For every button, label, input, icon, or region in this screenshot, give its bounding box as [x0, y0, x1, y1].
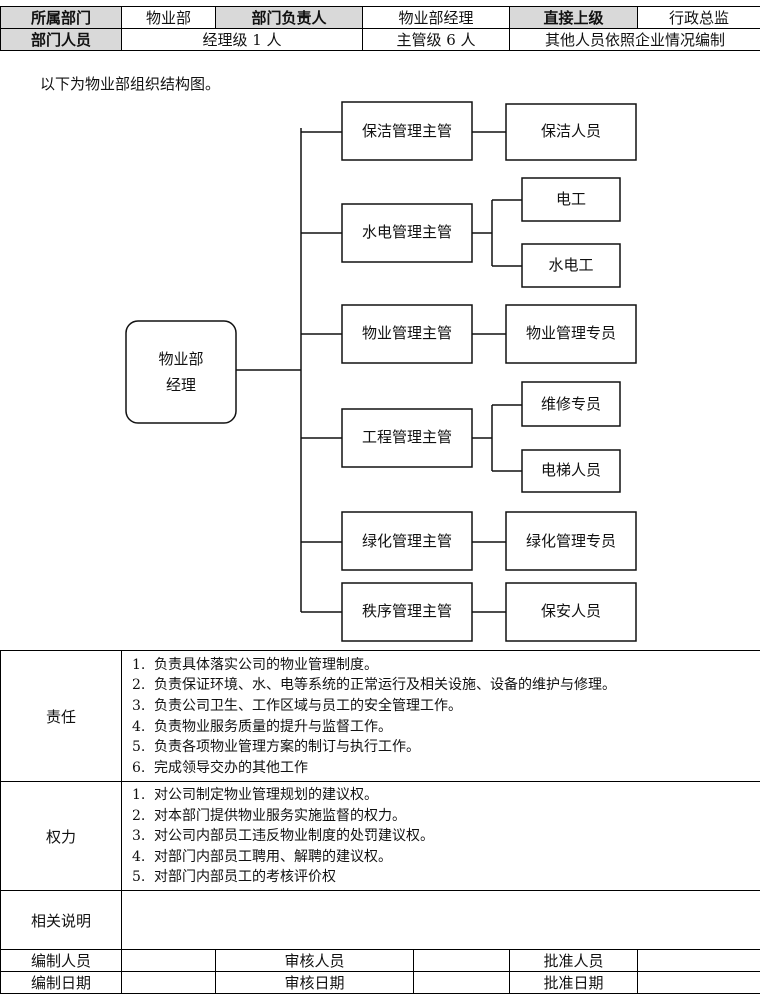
- list-item: 2.负责保证环境、水、电等系统的正常运行及相关设施、设备的维护与修理。: [132, 677, 616, 694]
- leaf-box-1: [505, 103, 637, 161]
- root-node-line-2: 经理: [166, 376, 196, 394]
- direct-superior-value: 行政总监: [637, 6, 760, 29]
- branch-label-3: 物业管理主管: [362, 324, 452, 342]
- approved-date-label: 批准日期: [509, 971, 638, 994]
- list-item: 5.负责各项物业管理方案的制订与执行工作。: [132, 739, 420, 756]
- direct-superior-label: 直接上级: [509, 6, 638, 29]
- reviewed-date-value: [413, 971, 510, 994]
- leaf-label-5: 绿化管理专员: [526, 532, 616, 550]
- authority-label: 权力: [0, 781, 122, 891]
- header-row-staff: 部门人员 经理级 1 人 主管级 6 人 其他人员依照企业情况编制: [0, 28, 760, 51]
- branch-label-4: 工程管理主管: [362, 428, 452, 446]
- leaf-label-4b: 电梯人员: [541, 461, 601, 479]
- branch-label-2: 水电管理主管: [362, 223, 452, 241]
- list-item: 5.对部门内部员工的考核评价权: [132, 869, 336, 886]
- branch-box-5: [341, 511, 473, 571]
- authority-list: 1.对公司制定物业管理规划的建议权。 2.对本部门提供物业服务实施监督的权力。 …: [122, 782, 760, 890]
- list-item: 3.对公司内部员工违反物业制度的处罚建议权。: [132, 828, 434, 845]
- approved-by-label: 批准人员: [509, 949, 638, 972]
- authority-content: 1.对公司制定物业管理规划的建议权。 2.对本部门提供物业服务实施监督的权力。 …: [121, 781, 760, 891]
- leaf-box-4b: [521, 449, 621, 493]
- responsibility-table: 责任 1.负责具体落实公司的物业管理制度。 2.负责保证环境、水、电等系统的正常…: [0, 650, 760, 994]
- department-value: 物业部: [121, 6, 216, 29]
- department-head-value: 物业部经理: [362, 6, 510, 29]
- list-item: 3.负责公司卫生、工作区域与员工的安全管理工作。: [132, 697, 462, 714]
- notes-label: 相关说明: [0, 890, 122, 950]
- list-item: 2.对本部门提供物业服务实施监督的权力。: [132, 807, 406, 824]
- notes-row: 相关说明: [0, 890, 760, 950]
- leaf-box-4a: [521, 381, 621, 427]
- branch-label-1: 保洁管理主管: [362, 122, 452, 140]
- header-row-department: 所属部门 物业部 部门负责人 物业部经理 直接上级 行政总监: [0, 6, 760, 29]
- duty-list: 1.负责具体落实公司的物业管理制度。 2.负责保证环境、水、电等系统的正常运行及…: [122, 652, 760, 781]
- duty-content: 1.负责具体落实公司的物业管理制度。 2.负责保证环境、水、电等系统的正常运行及…: [121, 650, 760, 782]
- root-node-box: [125, 320, 237, 424]
- leaf-label-2b: 水电工: [548, 256, 593, 274]
- authority-row: 权力 1.对公司制定物业管理规划的建议权。 2.对本部门提供物业服务实施监督的权…: [0, 781, 760, 891]
- prepared-by-value: [121, 949, 216, 972]
- list-item: 4.负责物业服务质量的提升与监督工作。: [132, 718, 392, 735]
- duty-row: 责任 1.负责具体落实公司的物业管理制度。 2.负责保证环境、水、电等系统的正常…: [0, 650, 760, 782]
- duty-label: 责任: [0, 650, 122, 782]
- leaf-box-6: [505, 582, 637, 642]
- approved-date-value: [637, 971, 760, 994]
- list-item: 4.对部门内部员工聘用、解聘的建议权。: [132, 848, 392, 865]
- leaf-box-2b: [521, 243, 621, 288]
- footer-row-personnel: 编制人员 审核人员 批准人员: [0, 949, 760, 972]
- prepared-date-value: [121, 971, 216, 994]
- branch-label-6: 秩序管理主管: [362, 602, 452, 620]
- notes-value: [121, 890, 760, 950]
- leaf-label-1: 保洁人员: [541, 122, 601, 140]
- leaf-label-3: 物业管理专员: [526, 324, 616, 342]
- leaf-label-6: 保安人员: [541, 602, 601, 620]
- org-chart: 物业部 经理 保洁管理主管 水电管理主管 物业管理主管 工程管理主管 绿化管理主…: [125, 101, 637, 642]
- leaf-label-2a: 电工: [556, 190, 586, 208]
- footer-row-dates: 编制日期 审核日期 批准日期: [0, 971, 760, 994]
- root-node-line-1: 物业部: [158, 350, 203, 368]
- header-table: 所属部门 物业部 部门负责人 物业部经理 直接上级 行政总监 部门人员 经理级 …: [0, 6, 760, 51]
- intro-text: 以下为物业部组织结构图。: [40, 75, 221, 93]
- list-item: 1.对公司制定物业管理规划的建议权。: [132, 787, 378, 804]
- leaf-box-2a: [521, 177, 621, 222]
- staff-supervisor-count: 主管级 6 人: [362, 28, 510, 51]
- staff-label: 部门人员: [0, 28, 122, 51]
- branch-label-5: 绿化管理主管: [362, 532, 452, 550]
- branch-box-1: [341, 101, 473, 161]
- list-item: 1.负责具体落实公司的物业管理制度。: [132, 656, 378, 673]
- list-item: 6.完成领导交办的其他工作: [132, 759, 308, 776]
- leaf-box-3: [505, 304, 637, 364]
- reviewed-by-value: [413, 949, 510, 972]
- reviewed-date-label: 审核日期: [215, 971, 414, 994]
- prepared-by-label: 编制人员: [0, 949, 122, 972]
- staff-manager-count: 经理级 1 人: [121, 28, 363, 51]
- leaf-label-4a: 维修专员: [541, 395, 601, 413]
- leaf-box-5: [505, 511, 637, 571]
- approved-by-value: [637, 949, 760, 972]
- prepared-date-label: 编制日期: [0, 971, 122, 994]
- department-label: 所属部门: [0, 6, 122, 29]
- staff-other-note: 其他人员依照企业情况编制: [509, 28, 760, 51]
- department-head-label: 部门负责人: [215, 6, 363, 29]
- reviewed-by-label: 审核人员: [215, 949, 414, 972]
